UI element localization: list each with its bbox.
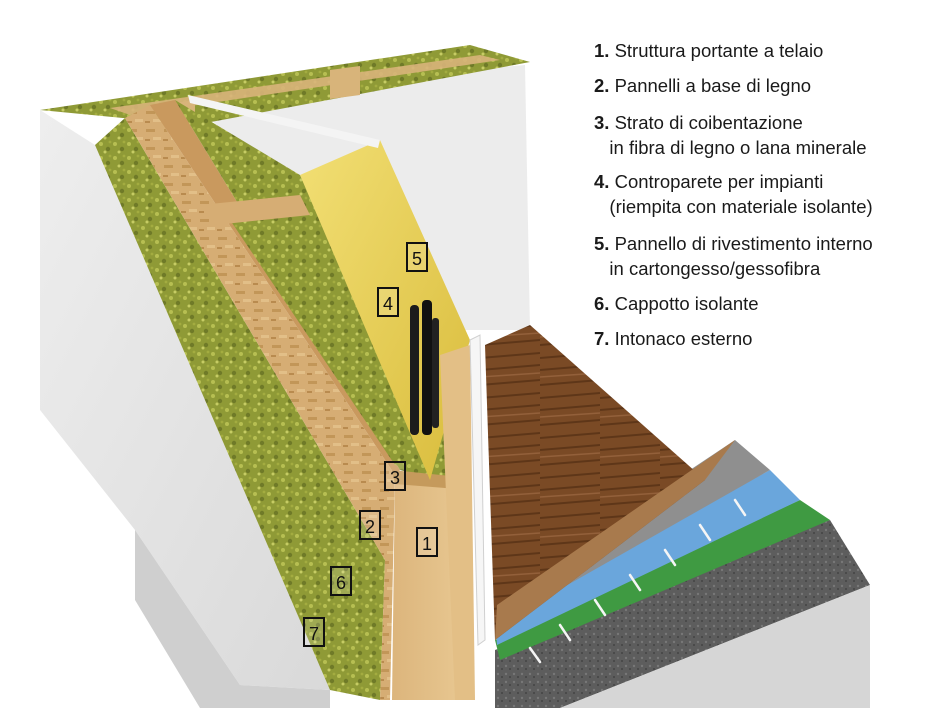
callout-4: 4 xyxy=(377,287,399,317)
callout-7: 7 xyxy=(303,617,325,647)
callout-3: 3 xyxy=(384,461,406,491)
legend-item-4: 4. Controparete per impianti (riempita c… xyxy=(594,171,873,217)
legend-item-7: 7. Intonaco esterno xyxy=(594,328,753,349)
callout-2: 2 xyxy=(359,510,381,540)
legend-item-3: 3. Strato di coibentazione in fibra di l… xyxy=(594,112,867,158)
legend-item-2: 2. Pannelli a base di legno xyxy=(594,75,812,96)
legend-item-6: 6. Cappotto isolante xyxy=(594,293,759,314)
callout-6: 6 xyxy=(330,566,352,596)
callout-5: 5 xyxy=(406,242,428,272)
legend-item-1: 1. Struttura portante a telaio xyxy=(594,40,824,61)
callout-1: 1 xyxy=(416,527,438,557)
legend-item-5: 5. Pannello di rivestimento interno in c… xyxy=(594,233,873,279)
